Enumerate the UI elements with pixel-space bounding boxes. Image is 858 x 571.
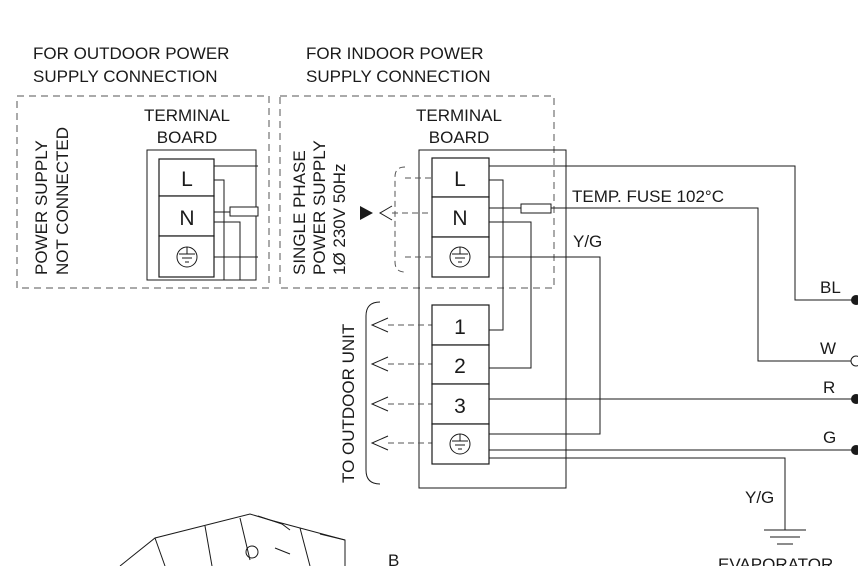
- indoor-heading-line1: FOR INDOOR POWER: [306, 44, 484, 63]
- connector-dots: [850, 295, 858, 455]
- outdoor-unit-chevrons: [370, 317, 389, 451]
- outdoor-unit-dashed-leads: [388, 324, 432, 444]
- outdoor-unit-terminal-1: 1: [454, 316, 466, 339]
- outdoor-unit-terminal-cell-ground: [431, 423, 490, 465]
- indoor-side-label-line2: POWER SUPPLY: [310, 140, 329, 275]
- power-dashed-leads: [392, 177, 432, 258]
- indoor-terminal-housing: [418, 149, 567, 489]
- indoor-heading-line2: SUPPLY CONNECTION: [306, 67, 491, 86]
- indoor-ground-icon: [449, 246, 471, 268]
- temp-fuse: [520, 203, 552, 214]
- temp-fuse-label: TEMP. FUSE 102°C: [572, 187, 724, 206]
- outdoor-terminal-cell-ground: [158, 235, 215, 278]
- wire-label-w: W: [820, 339, 836, 358]
- outdoor-terminal-cell-n: [158, 195, 215, 237]
- outdoor-side-label-line2: NOT CONNECTED: [53, 127, 72, 275]
- indoor-terminal-n: N: [452, 207, 467, 230]
- power-input-chevron-icon: [379, 205, 393, 221]
- wire-label-yg-top: Y/G: [573, 232, 602, 251]
- power-bracket: [394, 166, 406, 273]
- outdoor-wires: [214, 165, 259, 280]
- wire-label-bl: BL: [820, 278, 841, 297]
- outdoor-unit-terminal-3: 3: [454, 395, 466, 418]
- indoor-terminal-cell-n: [431, 196, 490, 238]
- indoor-side-label-line3: 1Ø 230V 50Hz: [330, 163, 349, 275]
- wire-label-r: R: [823, 378, 835, 397]
- main-wires: [489, 165, 858, 545]
- indoor-terminal-board-line1: TERMINAL: [416, 106, 502, 125]
- outdoor-heading-line1: FOR OUTDOOR POWER: [33, 44, 229, 63]
- indoor-terminal-board-line2: BOARD: [429, 128, 489, 147]
- outdoor-ground-icon: [176, 246, 198, 268]
- evaporator-label: EVAPORATOR: [718, 555, 833, 566]
- to-outdoor-unit-label: TO OUTDOOR UNIT: [339, 324, 358, 483]
- indoor-dashed-box: [279, 95, 555, 289]
- indoor-side-label-line1: SINGLE PHASE: [290, 150, 309, 275]
- component-housing-drawing: [119, 513, 346, 567]
- outdoor-terminal-cell-l: [158, 158, 215, 197]
- outdoor-unit-ground-icon: [449, 433, 471, 455]
- indoor-terminal-l: L: [454, 168, 466, 191]
- outdoor-terminal-board-line1: TERMINAL: [144, 106, 230, 125]
- outdoor-heading-line2: SUPPLY CONNECTION: [33, 67, 218, 86]
- outdoor-dashed-box: [16, 95, 270, 289]
- outdoor-unit-terminal-cell-3: [431, 383, 490, 425]
- outdoor-unit-bracket: [365, 301, 381, 485]
- indoor-terminal-cell-l: [431, 157, 490, 198]
- indoor-terminal-cell-ground: [431, 236, 490, 278]
- wire-label-g: G: [823, 428, 836, 447]
- outdoor-unit-terminal-2: 2: [454, 355, 466, 378]
- wire-label-yg-bottom: Y/G: [745, 488, 774, 507]
- outdoor-side-label-line1: POWER SUPPLY: [32, 140, 51, 275]
- outdoor-terminal-n: N: [179, 207, 194, 230]
- outdoor-terminal-l: L: [181, 168, 193, 191]
- b-label: B: [388, 551, 399, 566]
- power-input-arrow-icon: [360, 206, 373, 220]
- outdoor-terminal-board-line2: BOARD: [157, 128, 217, 147]
